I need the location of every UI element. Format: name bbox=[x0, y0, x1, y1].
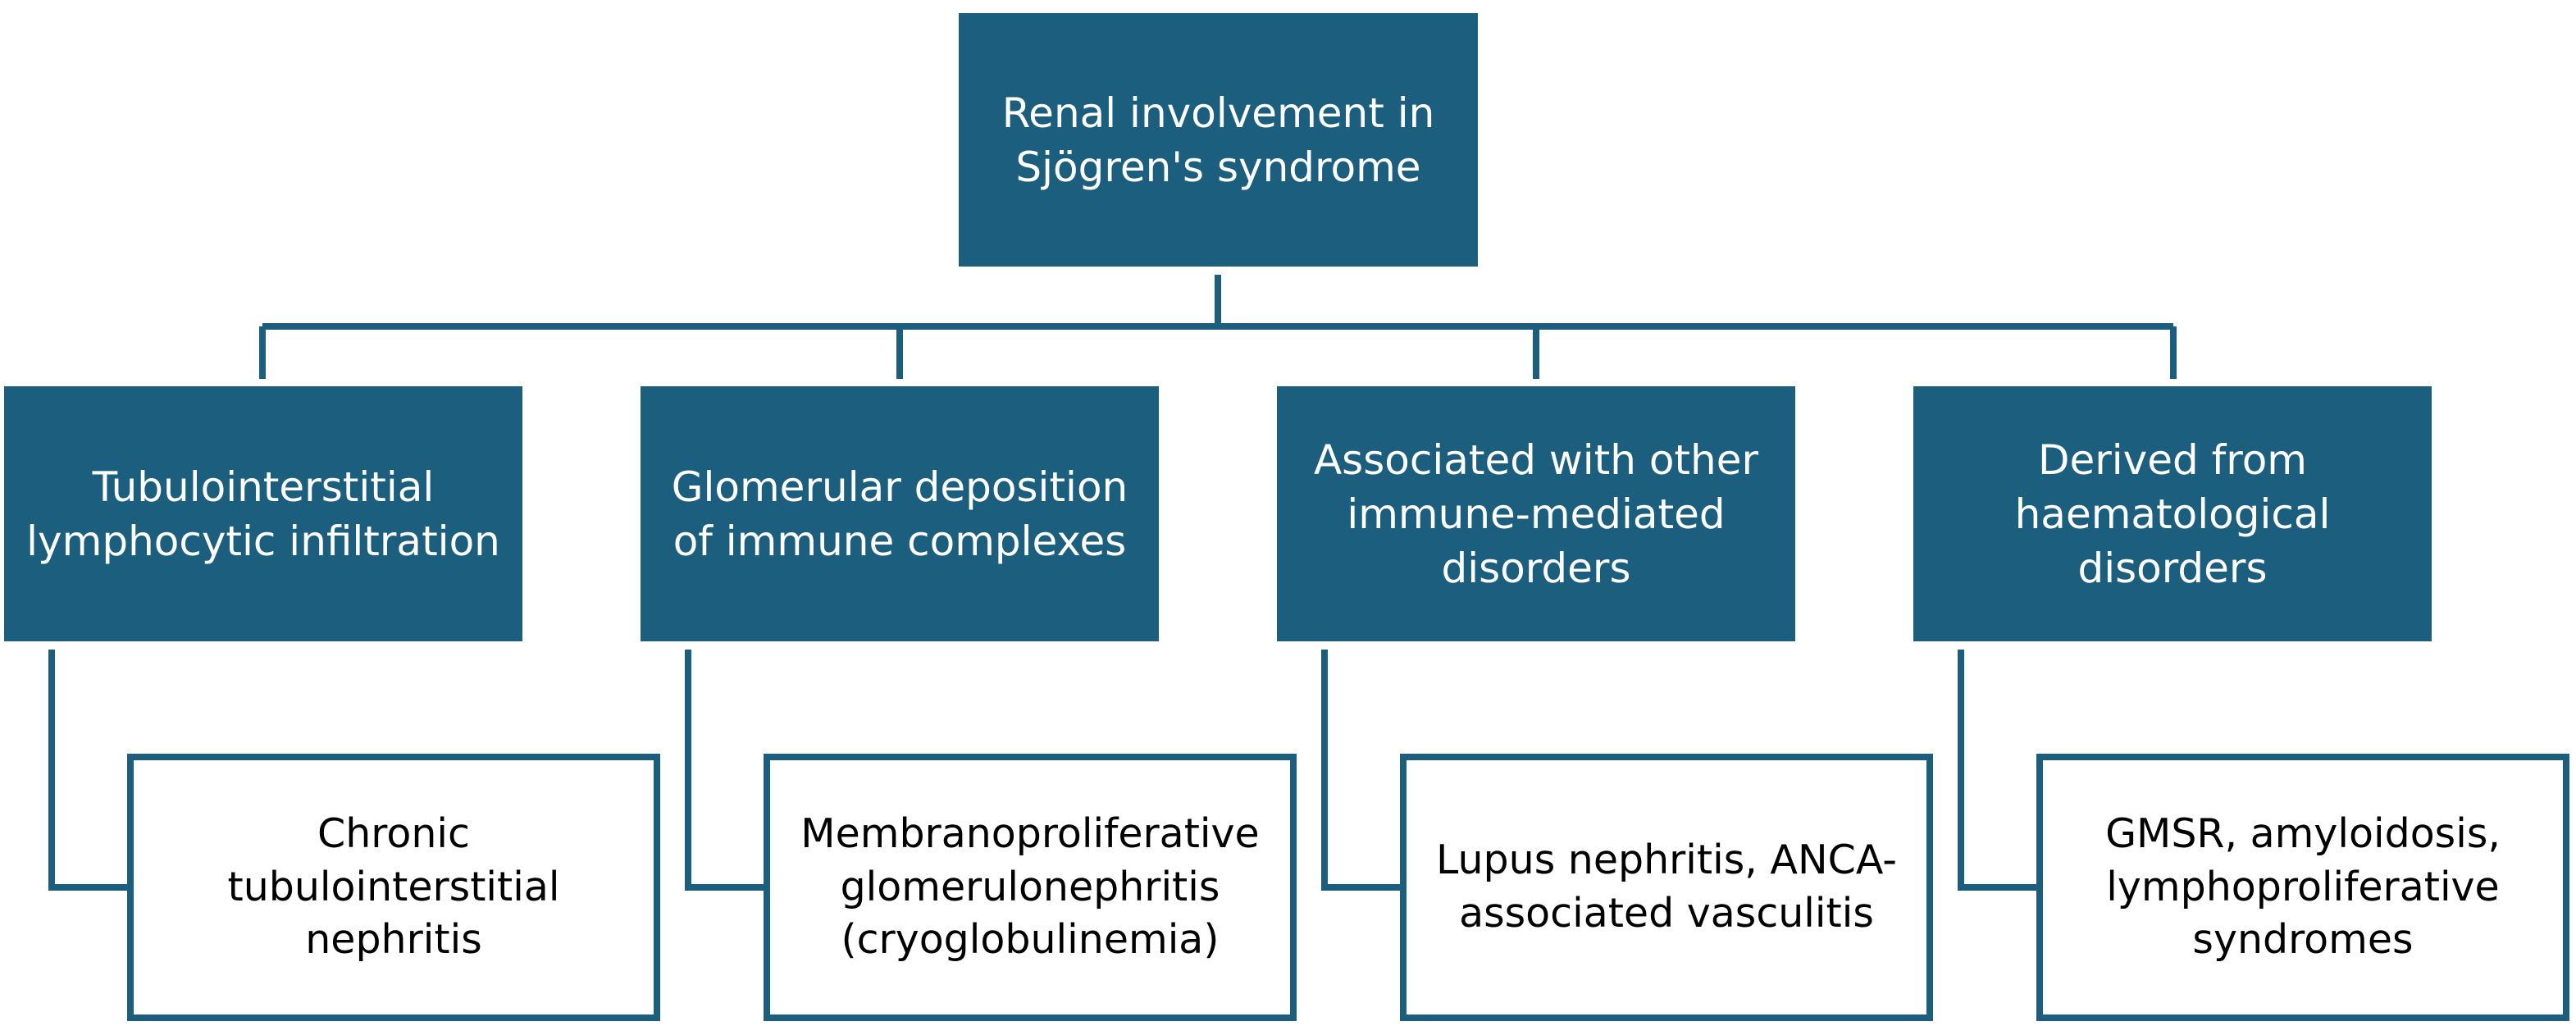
elbow-connector-4 bbox=[1958, 650, 2036, 891]
example-label: Lupus nephritis, ANCA- associated vascul… bbox=[1436, 837, 1897, 937]
example-label: GMSR, amyloidosis, lymphoproliferative s… bbox=[2105, 809, 2501, 964]
category-node-glomerular: Glomerular deposition of immune complexe… bbox=[641, 386, 1159, 641]
elbow-connector-2 bbox=[685, 650, 764, 891]
category-label: Associated with other immune-mediated di… bbox=[1313, 435, 1759, 592]
elbow-connector-3 bbox=[1321, 650, 1400, 891]
category-node-immune-mediated: Associated with other immune-mediated di… bbox=[1277, 386, 1795, 641]
example-node-haematological: GMSR, amyloidosis, lymphoproliferative s… bbox=[2036, 754, 2569, 1021]
category-node-tubulointerstitial: Tubulointerstitial lymphocytic infiltrat… bbox=[4, 386, 522, 641]
root-node: Renal involvement in Sjögren's syndrome bbox=[959, 13, 1478, 267]
example-node-glomerular: Membranoproliferative glomerulonephritis… bbox=[764, 754, 1297, 1021]
category-node-haematological: Derived from haematological disorders bbox=[1913, 386, 2432, 641]
elbow-connector-1 bbox=[48, 650, 127, 891]
category-label: Derived from haematological disorders bbox=[2014, 435, 2331, 592]
example-node-tubulointerstitial: Chronic tubulointerstitial nephritis bbox=[127, 754, 660, 1021]
root-node-label: Renal involvement in Sjögren's syndrome bbox=[1001, 89, 1435, 191]
category-label: Glomerular deposition of immune complexe… bbox=[671, 463, 1128, 565]
example-label: Chronic tubulointerstitial nephritis bbox=[227, 809, 560, 964]
example-node-immune-mediated: Lupus nephritis, ANCA- associated vascul… bbox=[1400, 754, 1933, 1021]
example-label: Membranoproliferative glomerulonephritis… bbox=[800, 809, 1260, 964]
category-label: Tubulointerstitial lymphocytic infiltrat… bbox=[26, 463, 500, 565]
